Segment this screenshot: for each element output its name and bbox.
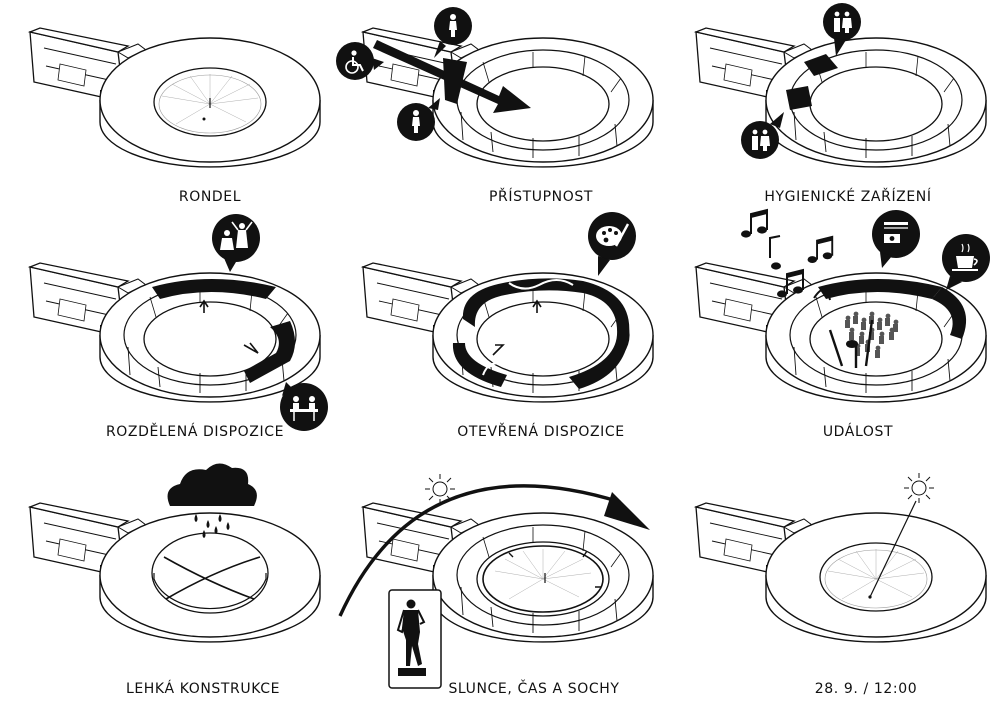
rain-cloud-icon [167,463,257,538]
panel-udalost [695,262,987,403]
workshop-icon [212,214,260,262]
palette-icon [588,212,636,260]
coffee-icon [942,234,990,282]
music-note-icon [806,235,834,264]
statue-icon [388,589,442,689]
sun-icon [424,473,456,505]
pedestrian-icon [434,7,472,45]
panel-otevrena [362,262,654,403]
projector-icon [872,210,920,258]
caption-hygienicke: HYGIENICKÉ ZAŘÍZENÍ [764,189,932,205]
panel-pristupnost [362,27,654,168]
caption-datum: 28. 9. / 12:00 [814,681,918,697]
panel-rozdelena [29,262,321,403]
sun-icon [903,472,935,504]
caption-pristupnost: PŘÍSTUPNOST [489,189,593,205]
panel-hygienicke [695,27,987,168]
caption-rondel: RONDEL [178,189,242,205]
caption-udalost: UDÁLOST [822,424,894,440]
caption-slunce: SLUNCE, ČAS A SOCHY [448,681,620,697]
wheelchair-icon [336,42,374,80]
music-note-icon [740,209,768,239]
panel-lehka [29,502,321,643]
pedestrian-icon [397,103,435,141]
panel-slunce [362,502,654,643]
restroom-icon [823,3,861,41]
caption-lehka: LEHKÁ KONSTRUKCE [125,681,281,697]
caption-rozdelena: ROZDĚLENÁ DISPOZICE [105,424,285,440]
panel-rondel [29,27,321,168]
restroom-icon [741,121,779,159]
meeting-icon [280,383,328,431]
caption-otevrena: OTEVŘENÁ DISPOZICE [457,424,625,440]
panel-datum [695,500,987,643]
